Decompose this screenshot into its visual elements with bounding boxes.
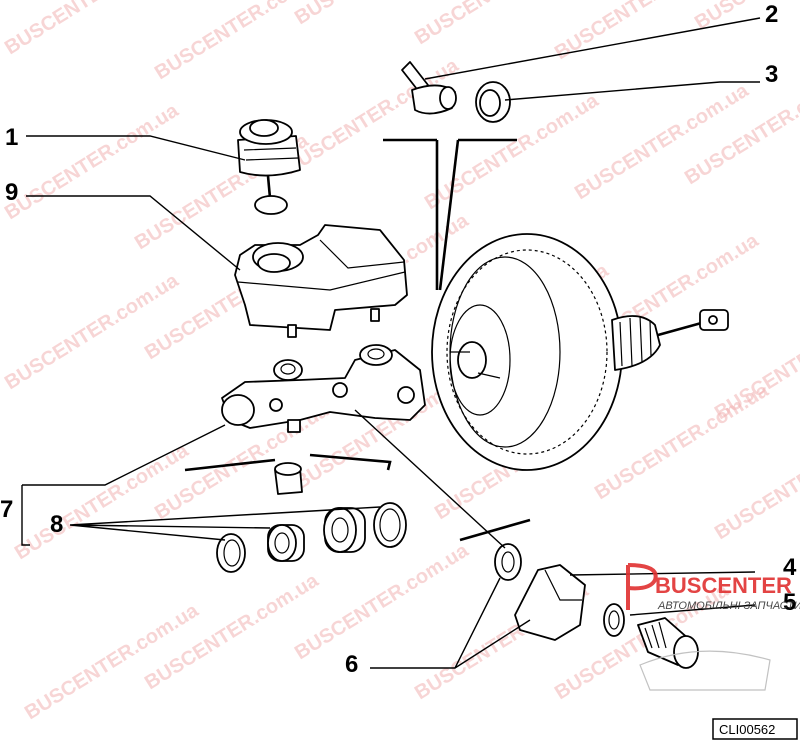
brake-booster xyxy=(383,138,729,471)
watermark-text: BUSCENTER.com.ua xyxy=(1,99,183,224)
watermark-text: BUSCENTER.com.ua xyxy=(691,0,800,34)
callout-labels: 1 2 3 4 5 6 7 8 9 xyxy=(0,1,797,678)
watermark-text: BUSCENTER.com.ua xyxy=(591,379,773,504)
fluid-reservoir xyxy=(234,224,408,338)
drawing-code: CLI00562 xyxy=(719,722,775,737)
watermark-text: BUSCENTER.com.ua xyxy=(291,539,473,664)
seal-kit xyxy=(184,453,407,573)
callout-5: 5 xyxy=(783,589,796,616)
logo-subtitle: АВТОМОБІЛЬНІ ЗАПЧАСТИНИ xyxy=(657,600,800,612)
callout-7: 7 xyxy=(0,496,13,523)
callout-3: 3 xyxy=(765,61,778,88)
grommet-seal xyxy=(475,81,511,123)
master-cylinder xyxy=(221,344,426,433)
logo-name: BUSCENTER xyxy=(655,573,792,598)
drawing-code-box: CLI00562 xyxy=(712,718,798,740)
watermark-text: BUSCENTER.com.ua xyxy=(711,419,800,544)
callout-1: 1 xyxy=(5,124,18,151)
callout-2: 2 xyxy=(765,1,778,28)
reservoir-cap xyxy=(237,119,301,215)
callout-6: 6 xyxy=(345,651,358,678)
leader-lines xyxy=(21,17,761,669)
bushing-kit xyxy=(459,518,699,669)
banjo-fitting xyxy=(401,61,457,115)
callout-4: 4 xyxy=(783,554,797,581)
callout-8: 8 xyxy=(50,511,63,538)
callout-9: 9 xyxy=(5,179,18,206)
buscenter-logo: BUSCENTER АВТОМОБІЛЬНІ ЗАПЧАСТИНИ xyxy=(626,563,800,691)
watermark-text: BUSCENTER.com.ua xyxy=(1,269,183,394)
watermark-text: BUSCENTER.com.ua xyxy=(1,0,183,59)
